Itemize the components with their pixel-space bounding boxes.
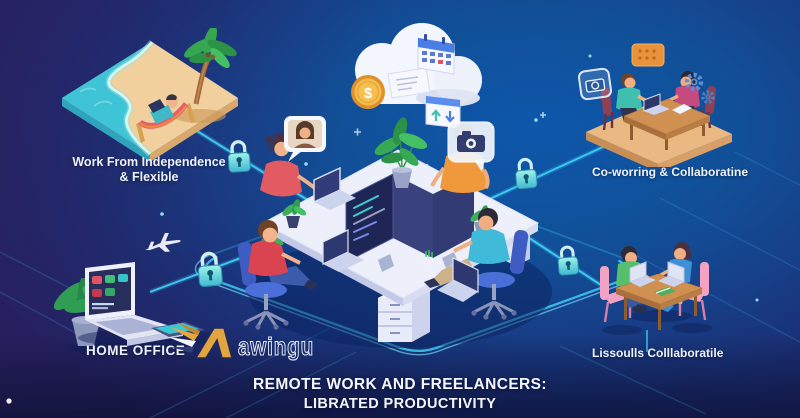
beach-label-line1: Work From Independence: [72, 155, 226, 169]
collab-table: [615, 261, 703, 330]
page-title-line2: LIBRATED PRODUCTIVITY: [303, 396, 497, 412]
coworking-scene: [577, 43, 732, 167]
home-office-label: HOME OFFICE: [86, 343, 186, 358]
desk-monstera-plant: [374, 117, 428, 188]
sync-window-icon: [425, 95, 461, 129]
sparkle-dot: [6, 398, 12, 404]
collaboration-scene: [600, 242, 712, 335]
page-title-line1: REMOTE WORK AND FREELANCERS:: [253, 376, 547, 393]
coworking-table: [623, 93, 711, 150]
laptop-woman: [313, 166, 356, 210]
hammock-person: [136, 94, 195, 143]
awingu-logo-text: awingu: [238, 333, 314, 361]
collaboration-label: Lissoulls Colllaboratile: [592, 346, 724, 360]
awingu-logo: awingu: [168, 322, 314, 362]
beach-scene: [62, 28, 238, 162]
orange-card-icon: [631, 43, 665, 67]
cloud-scene: $: [351, 23, 482, 129]
desk-monitors: [345, 173, 474, 272]
beach-label: Work From Independence & Flexible: [60, 155, 238, 186]
worker-man-red: [237, 220, 319, 330]
worker-woman-headphones: [260, 131, 318, 197]
pen-cup: [423, 250, 433, 268]
camera-badge-icon: [577, 67, 613, 101]
coworking-label: Co-worring & Collaboratine: [592, 165, 748, 179]
home-office-scene: [78, 262, 222, 347]
dollar-coin-icon: $: [351, 75, 385, 109]
camera-bubble-icon: [447, 121, 495, 172]
video-call-bubble-icon: [284, 116, 326, 162]
desk-scene: [237, 116, 552, 348]
beach-label-line2: & Flexible: [119, 170, 179, 185]
document-icon: [387, 67, 431, 99]
laptop-man-teal: [437, 257, 479, 302]
awingu-wing-icon: [168, 322, 233, 359]
dollar-sign: $: [364, 85, 373, 102]
calendar-icon: [417, 34, 455, 75]
laptop-illustration: [85, 262, 183, 346]
desk-small-plant-left: [282, 199, 307, 228]
plus-sparkles: [354, 112, 546, 136]
gears-icon: [684, 72, 715, 104]
page-title: REMOTE WORK AND FREELANCERS: LIBRATED PR…: [0, 376, 800, 412]
laptop-man-red: [322, 229, 364, 272]
airplane-icon: [145, 232, 181, 252]
palm-tree: [184, 28, 237, 105]
